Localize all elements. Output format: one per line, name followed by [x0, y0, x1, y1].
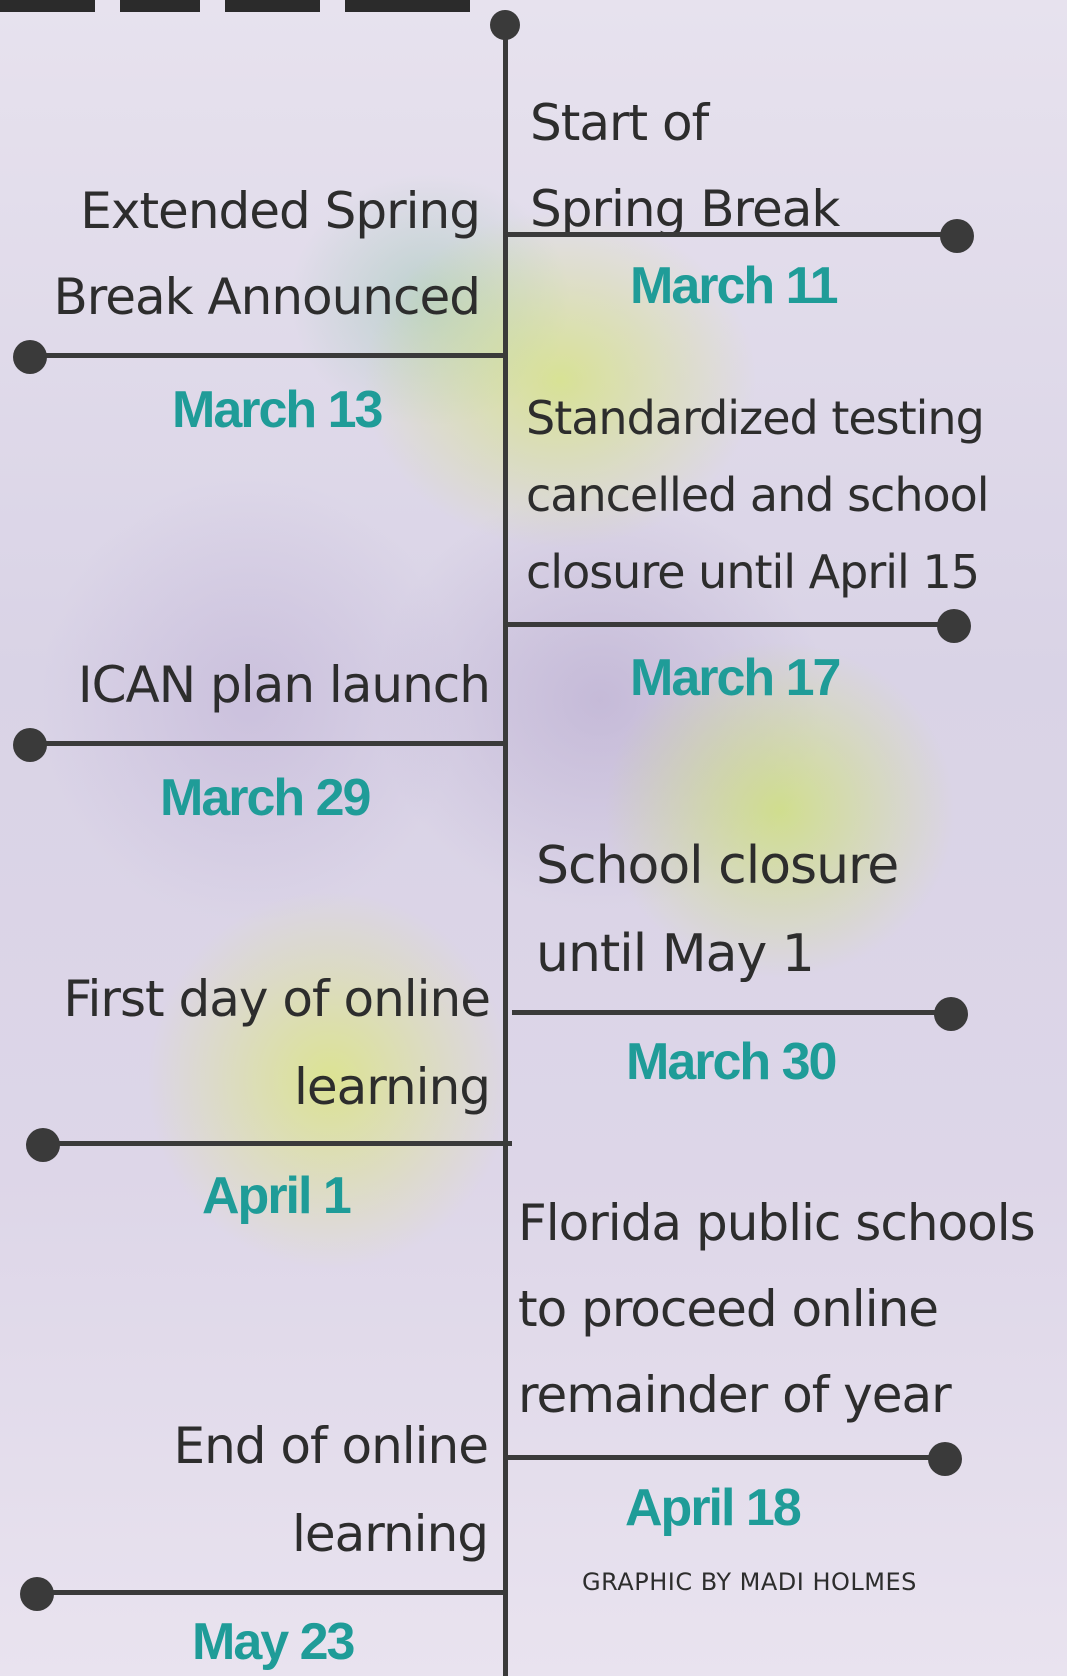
event-date-march-29: March 29 [160, 769, 371, 827]
graphic-credit: GRAPHIC BY MADI HOLMES [582, 1568, 917, 1596]
timeline-spine [503, 26, 508, 1676]
event-date-april-1: April 1 [202, 1167, 352, 1225]
event-branch-april-18 [508, 1455, 948, 1460]
event-branch-march-11 [508, 232, 958, 237]
timeline-spine-cap [490, 10, 520, 40]
event-branch-may-23 [36, 1590, 506, 1595]
event-label-march-17: Standardized testing cancelled and schoo… [526, 391, 990, 599]
event-date-march-13: March 13 [172, 381, 383, 439]
event-label-march-13: Extended Spring Break Announced [53, 182, 481, 326]
event-marker-march-11 [940, 219, 974, 253]
event-marker-march-30 [934, 997, 968, 1031]
event-label-april-1: First day of online learning [63, 970, 491, 1116]
event-label-march-29: ICAN plan launch [77, 656, 491, 714]
event-marker-april-18 [928, 1442, 962, 1476]
event-branch-april-1 [42, 1141, 512, 1146]
event-marker-april-1 [26, 1128, 60, 1162]
event-date-march-17: March 17 [630, 649, 841, 707]
event-label-april-18: Florida public schools to proceed online… [518, 1194, 1036, 1424]
event-marker-march-29 [13, 728, 47, 762]
event-branch-march-13 [30, 353, 503, 358]
event-marker-march-13 [13, 340, 47, 374]
event-branch-march-17 [505, 622, 955, 627]
event-date-march-11: March 11 [630, 257, 839, 315]
event-date-may-23: May 23 [192, 1613, 355, 1671]
event-marker-may-23 [20, 1577, 54, 1611]
event-date-march-30: March 30 [626, 1033, 837, 1091]
event-date-april-18: April 18 [625, 1479, 802, 1537]
event-branch-march-30 [512, 1010, 952, 1015]
event-marker-march-17 [937, 609, 971, 643]
title-fragment [0, 0, 470, 12]
event-label-march-11: Start of Spring Break [530, 94, 840, 238]
event-label-may-23: End of online learning [173, 1417, 489, 1563]
event-label-march-30: School closure until May 1 [536, 836, 899, 984]
event-branch-march-29 [30, 741, 503, 746]
